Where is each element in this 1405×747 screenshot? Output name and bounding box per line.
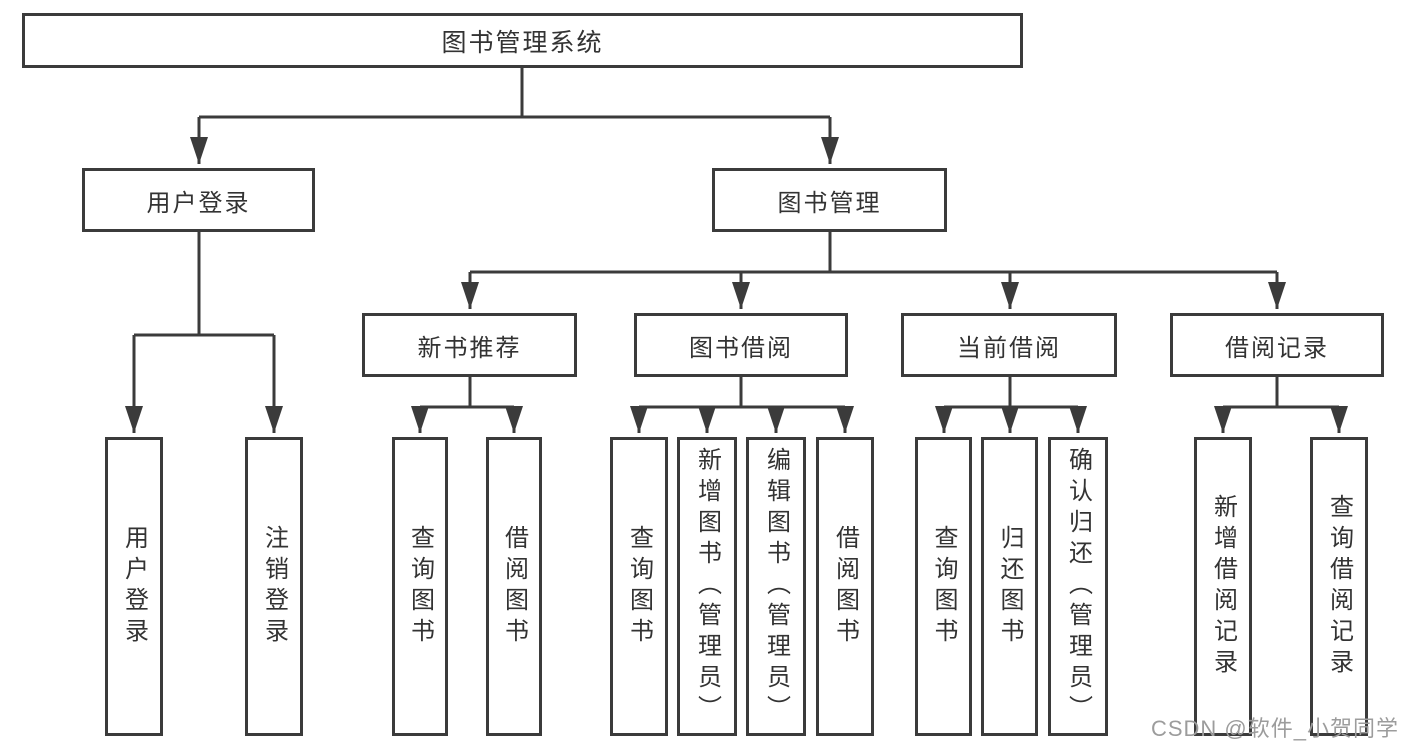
node-new-book-recommend: 新书推荐 [362, 313, 577, 377]
connector-user-login-trunk [134, 232, 274, 337]
connector-recommend-trunk [420, 377, 514, 409]
leaf-recommend-query-books: 查询图书 [392, 437, 448, 736]
leaf-borrow-edit-books-admin-label: 编辑图书（管理员） [762, 447, 790, 726]
node-book-borrow: 图书借阅 [634, 313, 848, 377]
leaf-borrow-query-books: 查询图书 [610, 437, 668, 736]
leaf-current-confirm-return-admin: 确认归还（管理员） [1048, 437, 1108, 736]
leaf-logout: 注销登录 [245, 437, 303, 736]
node-current-borrow-label: 当前借阅 [957, 334, 1061, 362]
leaf-user-login-label: 用户登录 [120, 524, 148, 649]
connector-borrow-trunk [639, 377, 845, 409]
leaf-current-confirm-return-admin-label: 确认归还（管理员） [1064, 447, 1092, 726]
leaf-borrow-add-books-admin: 新增图书（管理员） [677, 437, 737, 736]
connector-current-trunk [944, 377, 1078, 409]
node-book-management-label: 图书管理 [777, 189, 882, 217]
leaf-logout-label: 注销登录 [260, 524, 288, 649]
connector-book-management-trunk [470, 232, 1277, 274]
leaf-records-add-record-label: 新增借阅记录 [1209, 493, 1237, 680]
leaf-recommend-borrow-books: 借阅图书 [486, 437, 542, 736]
leaf-current-query-books: 查询图书 [915, 437, 972, 736]
leaf-records-query-record: 查询借阅记录 [1310, 437, 1368, 736]
node-borrow-records: 借阅记录 [1170, 313, 1384, 377]
leaf-borrow-add-books-admin-label: 新增图书（管理员） [693, 447, 721, 726]
node-root: 图书管理系统 [22, 13, 1023, 68]
leaf-borrow-edit-books-admin: 编辑图书（管理员） [746, 437, 806, 736]
leaf-records-add-record: 新增借阅记录 [1194, 437, 1252, 736]
node-book-management: 图书管理 [712, 168, 947, 232]
node-user-login: 用户登录 [82, 168, 315, 232]
node-root-label: 图书管理系统 [441, 28, 604, 57]
csdn-watermark: CSDN @软件_小贺同学 [1150, 716, 1399, 741]
node-book-borrow-label: 图书借阅 [689, 334, 793, 362]
leaf-borrow-query-books-label: 查询图书 [625, 524, 653, 649]
leaf-records-query-record-label: 查询借阅记录 [1325, 493, 1353, 680]
leaf-current-return-books-label: 归还图书 [996, 524, 1023, 649]
node-borrow-records-label: 借阅记录 [1225, 334, 1329, 362]
node-new-book-recommend-label: 新书推荐 [417, 334, 522, 362]
node-user-login-label: 用户登录 [146, 189, 251, 217]
leaf-recommend-borrow-books-label: 借阅图书 [500, 524, 528, 649]
leaf-current-query-books-label: 查询图书 [930, 524, 957, 649]
connector-records-trunk [1223, 377, 1339, 409]
connector-root-trunk [199, 68, 830, 119]
leaf-current-return-books: 归还图书 [981, 437, 1038, 736]
leaf-user-login: 用户登录 [105, 437, 163, 736]
node-current-borrow: 当前借阅 [901, 313, 1117, 377]
leaf-borrow-borrow-books-label: 借阅图书 [831, 524, 859, 649]
leaf-borrow-borrow-books: 借阅图书 [816, 437, 874, 736]
leaf-recommend-query-books-label: 查询图书 [406, 524, 434, 649]
